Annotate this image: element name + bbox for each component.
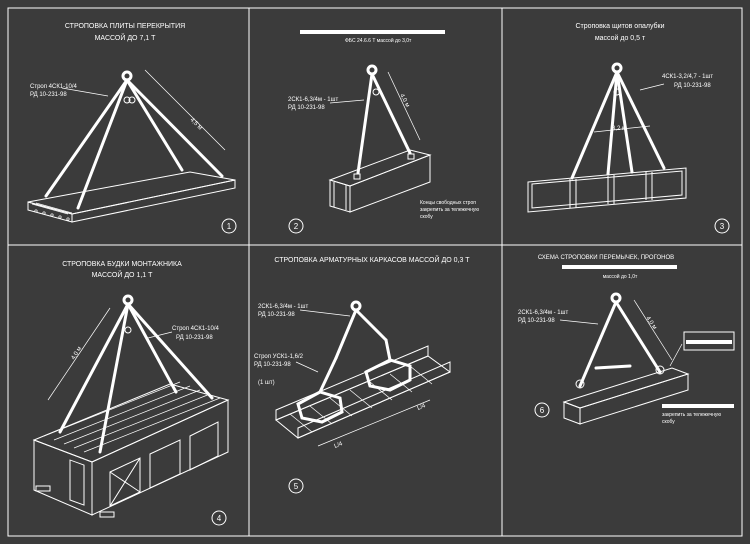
panel-6-note-line-1: закрепить за тележечную bbox=[662, 412, 721, 418]
panel-2-number: 2 bbox=[294, 222, 299, 231]
panel-5-number: 5 bbox=[294, 482, 299, 491]
panel-2-number-circle bbox=[288, 218, 304, 234]
panel-6-title-bar bbox=[562, 265, 677, 269]
panel-3-dimension: 3,2 м bbox=[612, 126, 626, 132]
panel-1-title-line-2: МАССОЙ ДО 7,1 Т bbox=[95, 33, 157, 42]
rebar-cage bbox=[275, 345, 452, 439]
panel-6-callout-line-2: РД 10-231-98 bbox=[518, 318, 555, 324]
panel-2-note-line-1: Концы свободных строп bbox=[420, 200, 476, 206]
panel-3-number: 3 bbox=[720, 222, 725, 231]
panel-6-number-circle bbox=[534, 402, 550, 418]
panel-3-title-line-2: массой до 0,5 т bbox=[595, 34, 646, 42]
panel-5-dim-2: L/4 bbox=[417, 403, 428, 412]
panel-6-title: СХЕМА СТРОПОВКИ ПЕРЕМЫЧЕК, ПРОГОНОВ bbox=[538, 255, 674, 261]
two-leg-sling bbox=[356, 64, 412, 175]
panel-4-callout-line-1: Строп 4СК1-10/4 bbox=[172, 326, 220, 332]
panel-6-note-line-2: скобу bbox=[662, 419, 675, 425]
panel-6-number: 6 bbox=[540, 406, 545, 415]
panel-4-title-line-2: МАССОЙ ДО 1,1 Т bbox=[92, 270, 154, 279]
floor-slab bbox=[27, 171, 236, 223]
panel-4-callout-line-2: РД 10-231-98 bbox=[176, 335, 213, 341]
panel-5-callout2-line-3: (1 шт) bbox=[258, 380, 275, 386]
panel-6-subtitle: массой до 1,0т bbox=[603, 273, 638, 280]
panel-2-note-line-3: скобу bbox=[420, 214, 433, 220]
panel-5-dim-1: L/4 bbox=[334, 441, 345, 450]
panel-3: Строповка щитов опалубки массой до 0,5 т… bbox=[527, 22, 730, 234]
four-leg-sling bbox=[44, 70, 224, 210]
panel-5: СТРОПОВКА АРМАТУРНЫХ КАРКАСОВ МАССОЙ ДО … bbox=[254, 255, 470, 494]
panel-5-callout-line-2: РД 10-231-98 bbox=[258, 312, 295, 318]
lintel-beam bbox=[562, 367, 690, 425]
panel-6-note-bar bbox=[662, 404, 734, 408]
panel-5-callout-line-1: 2СК1-6,3/4м - 1шт bbox=[258, 304, 308, 310]
two-leg-sling bbox=[575, 292, 665, 389]
panel-2-note-line-2: закрепить за тележечную bbox=[420, 207, 479, 213]
panel-3-callout-line-2: РД 10-231-98 bbox=[674, 83, 711, 89]
panel-1-number-circle bbox=[221, 218, 237, 234]
panel-2-callout-line-2: РД 10-231-98 bbox=[288, 105, 325, 111]
panel-6-label-bar-top bbox=[686, 340, 732, 344]
four-leg-sling bbox=[570, 62, 666, 180]
panel-2: ФБС 24.6.6 Т массой до 3,0т 4,0 м 2СК1-6… bbox=[288, 30, 479, 234]
panel-1: СТРОПОВКА ПЛИТЫ ПЕРЕКРЫТИЯ МАССОЙ ДО 7,1… bbox=[27, 23, 237, 234]
panel-4: СТРОПОВКА БУДКИ МОНТАЖНИКА МАССОЙ ДО 1,1… bbox=[32, 261, 230, 526]
panel-5-callout2-line-2: РД 10-231-98 bbox=[254, 362, 291, 368]
panel-4-number-circle bbox=[211, 510, 227, 526]
installer-hut bbox=[32, 381, 230, 518]
panel-6-dimension: 4,0 м bbox=[644, 316, 657, 331]
panel-1-callout-line-1: Строп 4СК1-10/4 bbox=[30, 84, 78, 90]
panel-5-callout2-line-1: Строп УСК1-1,6/2 bbox=[254, 354, 304, 360]
spreader-slings bbox=[296, 300, 412, 424]
panel-1-number: 1 bbox=[227, 222, 232, 231]
panel-3-title-line-1: Строповка щитов опалубки bbox=[575, 22, 664, 30]
panel-2-callout-line-1: 2СК1-6,3/4м - 1шт bbox=[288, 97, 338, 103]
panel-4-title-line-1: СТРОПОВКА БУДКИ МОНТАЖНИКА bbox=[62, 261, 182, 268]
panel-5-number-circle bbox=[288, 478, 304, 494]
foundation-block bbox=[328, 149, 432, 213]
panel-3-number-circle bbox=[714, 218, 730, 234]
panel-2-heading-bar bbox=[300, 30, 445, 34]
panel-3-callout-line-1: 4СК1-3,2/4,7 - 1шт bbox=[662, 74, 713, 80]
sheet-frame bbox=[7, 7, 743, 537]
panel-6-label-frame bbox=[683, 331, 735, 351]
four-leg-sling bbox=[58, 294, 214, 454]
panel-4-number: 4 bbox=[217, 514, 222, 523]
panel-1-callout-line-2: РД 10-231-98 bbox=[30, 92, 67, 98]
panel-2-dimension: 4,0 м bbox=[398, 93, 410, 108]
panel-2-heading: ФБС 24.6.6 Т массой до 3,0т bbox=[345, 37, 412, 44]
panel-6-callout-line-1: 2СК1-6,3/4м - 1шт bbox=[518, 310, 568, 316]
panel-1-dimension: 4,5 м bbox=[189, 117, 203, 131]
panel-4-dimension: 4,0 м bbox=[71, 346, 84, 361]
panel-1-title-line-1: СТРОПОВКА ПЛИТЫ ПЕРЕКРЫТИЯ bbox=[65, 23, 185, 30]
panel-6: СХЕМА СТРОПОВКИ ПЕРЕМЫЧЕК, ПРОГОНОВ масс… bbox=[518, 255, 735, 425]
panel-5-title: СТРОПОВКА АРМАТУРНЫХ КАРКАСОВ МАССОЙ ДО … bbox=[274, 255, 470, 264]
